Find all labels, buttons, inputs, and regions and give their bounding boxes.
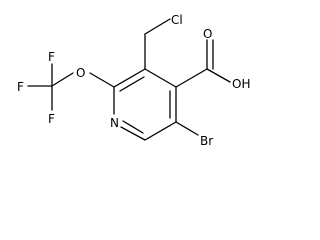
bond-c6-n-inner: [122, 120, 144, 134]
molecule-diagram: Cl O OH O F F F N Br: [17, 13, 250, 148]
fluorine-top-label: F: [48, 50, 55, 64]
fluorine-bottom-label: F: [48, 112, 55, 126]
chlorine-label: Cl: [171, 13, 183, 27]
bond-ch2-cl: [144, 18, 171, 35]
fluorine-left-label: F: [17, 80, 24, 94]
bond-c-oh: [206, 68, 231, 83]
bond-c2-o: [89, 72, 115, 88]
ether-oxygen-label: O: [76, 66, 85, 80]
structure-canvas: Cl O OH O F F F N Br: [17, 13, 250, 148]
bond-c2-c3: [113, 68, 146, 88]
bond-o-cf3: [51, 72, 74, 87]
bond-c5-br: [175, 121, 199, 136]
hydroxyl-label: OH: [232, 77, 250, 91]
pyridine-ring: [113, 68, 177, 141]
bond-c3-c4: [144, 68, 177, 88]
bond-c6-n: [120, 126, 146, 141]
carbonyl-oxygen-label: O: [203, 27, 212, 41]
bond-c4-cooh: [175, 68, 208, 88]
ring-nitrogen-label: N: [110, 116, 119, 130]
bond-c2-c3-inner: [119, 76, 145, 92]
bond-c5-c6: [144, 121, 177, 141]
bromine-label: Br: [200, 134, 213, 148]
